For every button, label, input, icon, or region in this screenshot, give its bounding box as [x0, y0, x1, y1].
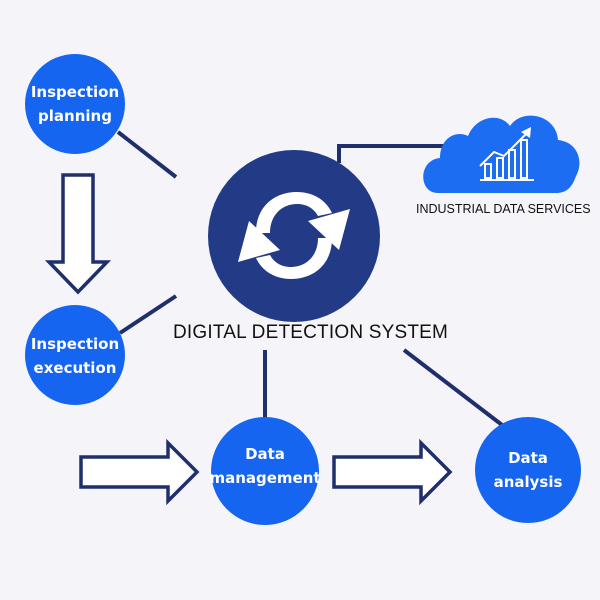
industrial-data-services-caption: INDUSTRIAL DATA SERVICES	[416, 202, 591, 216]
data-management-label: Data management	[209, 445, 321, 487]
inspection-planning-label: Inspection planning	[30, 83, 120, 125]
data-analysis-label: Data analysis	[493, 449, 563, 491]
flow-arrow-right-2	[332, 438, 453, 506]
data-management-node	[211, 417, 319, 525]
connector-center-to-analysis	[402, 348, 508, 430]
digital-detection-system-node	[208, 150, 380, 322]
digital-detection-system-caption: DIGITAL DETECTION SYSTEM	[173, 322, 449, 343]
flow-arrow-down	[44, 173, 112, 295]
connector-execution-to-center	[118, 294, 178, 335]
inspection-execution-node	[25, 305, 125, 405]
cloud-chart-icon	[423, 115, 580, 193]
connector-center-to-cloud	[337, 144, 445, 163]
flow-arrow-right-1	[79, 438, 200, 506]
connector-planning-to-center	[116, 130, 178, 179]
data-analysis-node	[475, 417, 581, 523]
inspection-execution-label: Inspection execution	[30, 335, 120, 377]
sync-arrows-icon	[238, 192, 350, 279]
inspection-planning-node	[25, 54, 125, 154]
